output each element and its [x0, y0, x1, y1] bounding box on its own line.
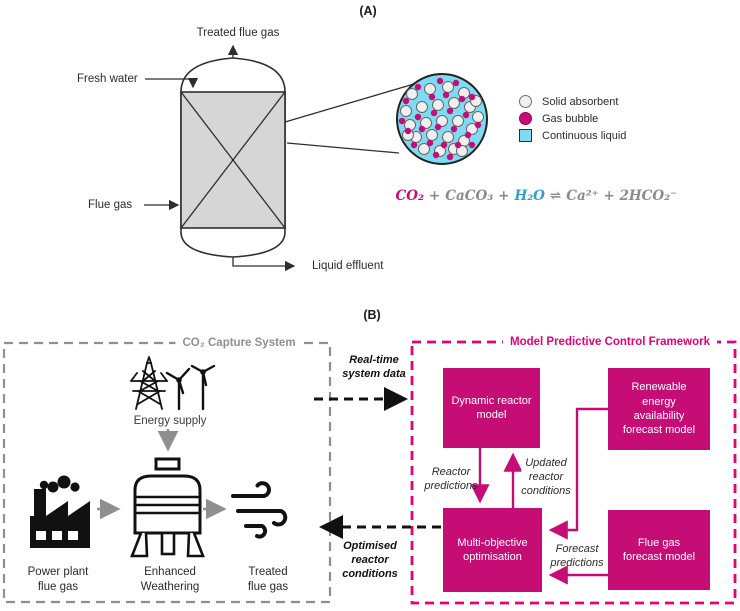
legend-item-continuous-liquid: Continuous liquid: [519, 128, 626, 143]
equation-plus: +: [428, 188, 441, 204]
solid-absorbent-swatch-icon: [519, 95, 532, 108]
enhanced-weathering-reactor-icon: [130, 457, 205, 558]
real-time-system-data-label: Real-time system data: [342, 354, 406, 381]
solid-absorbent-particles: [400, 81, 484, 157]
equation-co2: CO₂: [395, 188, 424, 204]
treated-flue-gas-top-label: Treated flue gas: [196, 27, 280, 39]
treated-flue-gas-label: Treated flue gas: [247, 566, 289, 593]
energy-supply-label: Energy supply: [133, 415, 207, 427]
fresh-water-label: Fresh water: [77, 73, 138, 85]
mpc-frame: [410, 340, 737, 605]
power-plant-icon: [30, 475, 90, 548]
fresh-water-arrow: [145, 77, 199, 89]
weathering-equation: CO₂+CaCO₃+H₂O⇌Ca²⁺ + 2HCO₂⁻: [393, 188, 680, 204]
updated-reactor-conditions-label: Updated reactor conditions: [521, 456, 571, 499]
flue-gas-forecast-model-box: Flue gas forecast model: [608, 510, 710, 590]
power-plant-flue-gas-label: Power plant flue gas: [27, 566, 89, 593]
magnified-slurry-view: [396, 73, 488, 165]
wind-turbines-icon: [165, 364, 216, 411]
gas-bubble-swatch-icon: [519, 112, 532, 125]
flue-gas-label: Flue gas: [88, 199, 133, 211]
multi-objective-optimisation-box: Multi-objective optimisation: [443, 508, 542, 592]
renewable-forecast-model-box: Renewable energy availability forecast m…: [608, 368, 710, 450]
continuous-liquid-swatch-icon: [519, 129, 532, 142]
reactor-column-drawing: [144, 44, 415, 272]
equation-equilibrium-arrows: ⇌: [549, 188, 562, 204]
liquid-effluent-arrow: [232, 257, 296, 272]
equation-plus: +: [498, 188, 510, 204]
capture-system-frame: [2, 341, 332, 604]
capture-system-title: CO₂ Capture System: [175, 336, 303, 351]
magnifier-connector-lines: [284, 83, 415, 154]
legend-label: Continuous liquid: [542, 129, 627, 142]
optimised-reactor-conditions-label: Optimised reactor conditions: [342, 540, 398, 581]
mpc-title: Model Predictive Control Framework: [502, 335, 718, 350]
reactor-predictions-label: Reactor predictions: [424, 466, 478, 493]
equation-products: Ca²⁺ + 2HCO₂⁻: [566, 188, 678, 204]
legend-label: Gas bubble: [542, 112, 599, 125]
panel-a-label: (A): [359, 4, 377, 18]
forecast-predictions-label: Forecast predictions: [550, 543, 604, 570]
gas-bubbles: [398, 77, 482, 161]
legend-label: Solid absorbent: [542, 95, 619, 108]
equation-caco3: CaCO₃: [445, 188, 494, 204]
transmission-tower-icon: [130, 356, 168, 410]
legend-item-gas-bubble: Gas bubble: [519, 111, 598, 126]
liquid-effluent-label: Liquid effluent: [312, 260, 384, 272]
equation-h2o: H₂O: [514, 188, 545, 204]
panel-b-label: (B): [363, 308, 381, 322]
capture-process-arrows: [97, 429, 227, 520]
legend-item-solid-absorbent: Solid absorbent: [519, 94, 618, 109]
renewable-to-optimiser-arrow: [548, 407, 608, 540]
mpc-connectors: [470, 407, 608, 585]
treated-flue-gas-wind-icon: [231, 481, 288, 539]
enhanced-weathering-label: Enhanced Weathering: [140, 566, 200, 593]
dynamic-reactor-model-box: Dynamic reactor model: [443, 368, 540, 448]
